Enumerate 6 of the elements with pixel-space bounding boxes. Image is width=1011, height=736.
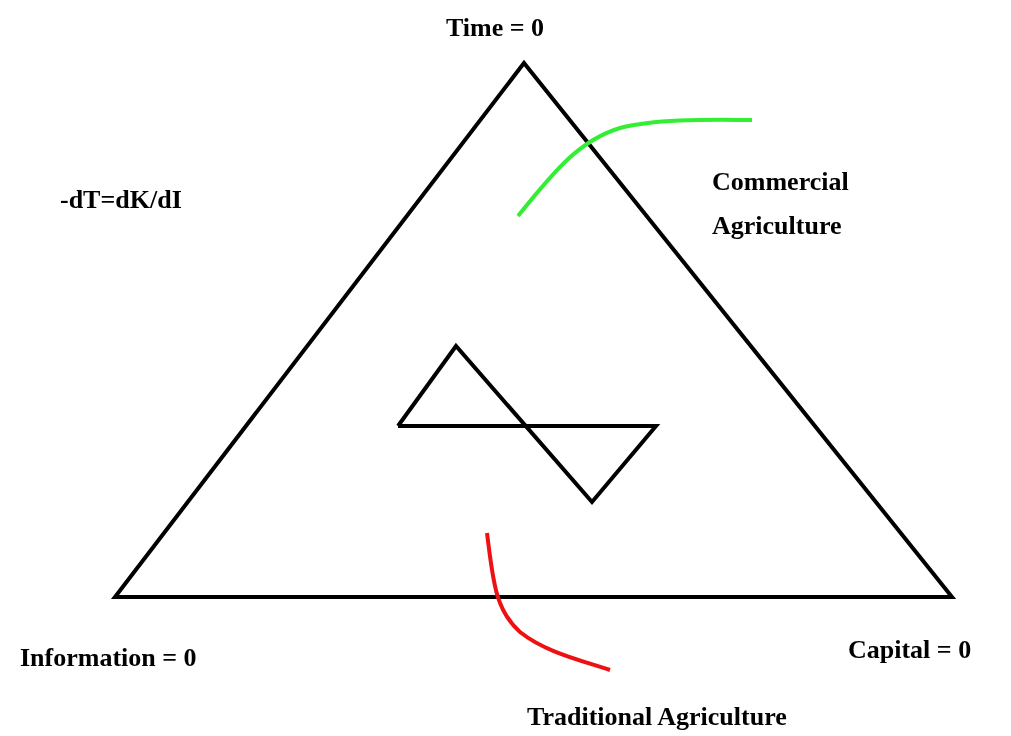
axis-label: Commercial Agriculture — [712, 166, 850, 242]
axis-label: -dT=dK/dI — [60, 184, 182, 216]
axis-label: Information = 0 — [20, 642, 197, 674]
axis-label: Time = 0 — [446, 12, 545, 44]
axis-label: Capital = 0 — [848, 634, 972, 666]
axis-label: Traditional Agriculture — [527, 701, 787, 733]
